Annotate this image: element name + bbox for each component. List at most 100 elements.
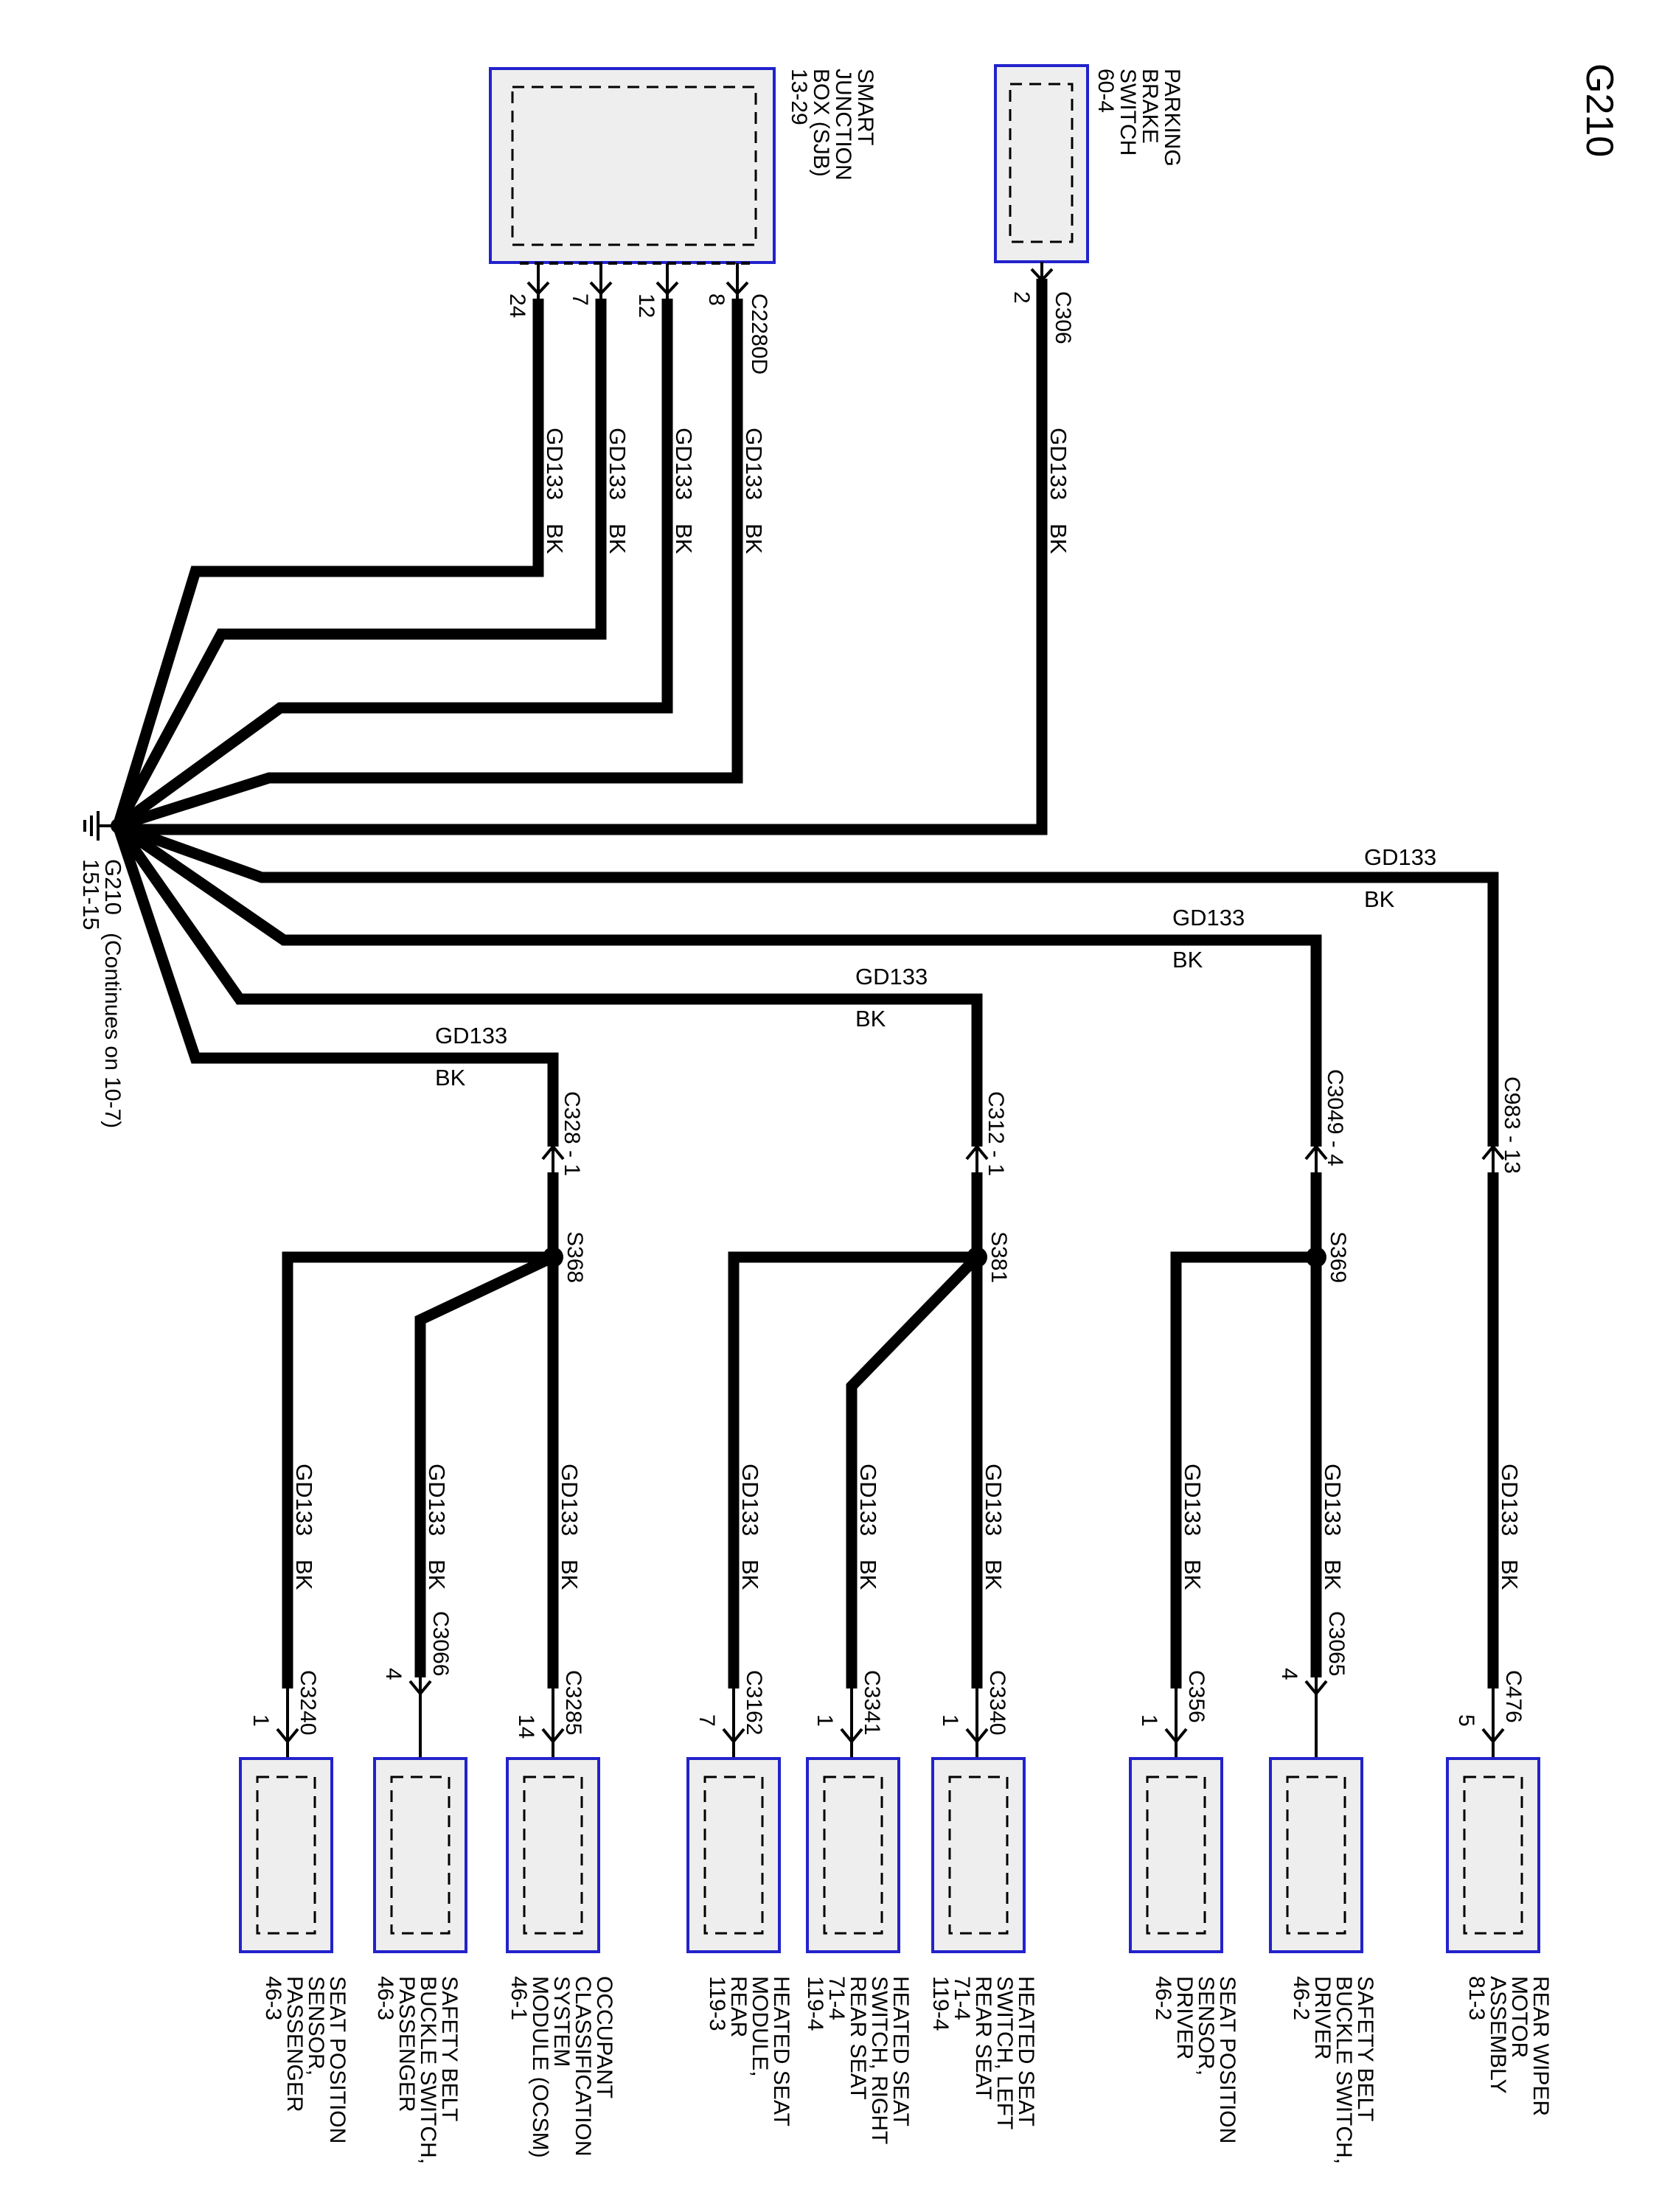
c983-label: C983 - 13 [1500,1077,1524,1174]
ground-note: (Continues on 10-7) [100,933,125,1128]
wire-label-gd133: GD133 [424,1464,450,1536]
s368-label: S368 [563,1231,587,1283]
heated-seat-switch-right-box[interactable] [806,1757,900,1953]
c3065-name: C3065 [1324,1611,1349,1676]
c2280d-pin-8: 8 [704,293,728,306]
wire-label-gd133: GD133 [1320,1464,1346,1536]
bottom-feed-wires [112,820,1499,1147]
c3285-pin: 14 [514,1714,538,1739]
s369-label: S369 [1326,1231,1350,1283]
wire-label-bk: BK [855,1006,886,1032]
wire-label-gd133: GD133 [291,1464,317,1536]
connector-c328[interactable] [541,1144,565,1172]
wire-label-gd133: GD133 [1497,1464,1523,1536]
wire-label-gd133: GD133 [1046,428,1071,500]
wire-label-bk: BK [1364,886,1395,912]
wire-label-bk: BK [605,524,630,554]
wire-label-bk: BK [1320,1559,1346,1590]
ground-name: G210 [100,859,126,915]
c3065-pin: 4 [1277,1668,1301,1680]
wire-label-gd133: GD133 [855,1464,881,1536]
connector-c3049[interactable] [1304,1144,1328,1172]
safety-belt-buckle-switch-driver-box[interactable] [1269,1757,1363,1953]
wire-label-gd133: GD133 [542,428,568,500]
wire-label-bk: BK [981,1559,1006,1590]
splice-s368[interactable] [543,1247,563,1267]
heated-seat-switch-right-label: HEATED SEAT SWITCH, RIGHT REAR SEAT 71-4… [803,1976,913,2150]
connector-c2280d[interactable] [526,263,749,299]
wire-label-gd133: GD133 [435,1023,507,1048]
ocsm-box[interactable] [506,1757,600,1953]
wire-label-bk: BK [1180,1559,1206,1590]
c3066-name: C3066 [428,1611,453,1676]
seat-position-sensor-passenger-label: SEAT POSITION SENSOR, PASSENGER 46-3 [261,1976,349,2150]
connector-c306[interactable] [1030,262,1054,282]
heated-seat-switch-left-label: HEATED SEAT SWITCH, LEFT REAR SEAT 71-4 … [928,1976,1038,2135]
ocsm-label: OCCUPANT CLASSIFICATION SYSTEM MODULE (O… [507,1976,616,2164]
c476-pin: 5 [1454,1714,1478,1727]
seat-position-sensor-passenger-box[interactable] [239,1757,333,1953]
c3285-name: C3285 [561,1670,585,1735]
c306-name: C306 [1051,291,1075,344]
c356-name: C356 [1184,1670,1208,1723]
connector-c983[interactable] [1481,1144,1505,1172]
parking-brake-switch-component[interactable] [994,64,1089,263]
wire-label-bk: BK [1497,1559,1523,1590]
sjb-component[interactable] [489,67,776,265]
safety-belt-buckle-switch-passenger-box[interactable] [373,1757,467,1953]
wire-label-bk: BK [741,524,767,554]
wire-label-gd133: GD133 [741,428,767,500]
rear-wiper-motor-label: REAR WIPER MOTOR ASSEMBLY 81-3 [1464,1976,1553,2122]
c3341-name: C3341 [860,1670,884,1735]
wire-label-gd133: GD133 [855,964,928,990]
c476-name: C476 [1501,1670,1526,1723]
s381-label: S381 [987,1231,1011,1283]
c3162-pin: 7 [695,1714,719,1727]
c3066-pin: 4 [381,1668,406,1680]
wire-label-gd133: GD133 [1180,1464,1206,1536]
c3162-name: C3162 [742,1670,766,1735]
splice-s381[interactable] [967,1247,987,1267]
c2280d-pin-24: 24 [505,293,529,318]
wire-label-bk: BK [557,1559,582,1590]
wire-label-bk: BK [291,1559,317,1590]
wire-label-bk: BK [424,1559,450,1590]
heated-seat-switch-left-box[interactable] [931,1757,1026,1953]
ground-page: 151-15 [78,859,104,931]
c356-pin: 1 [1137,1714,1161,1727]
wire-label-gd133: GD133 [981,1464,1006,1536]
c3341-pin: 1 [813,1714,837,1727]
c2280d-pin-12: 12 [634,293,658,318]
wire-label-gd133: GD133 [737,1464,763,1536]
parking-brake-label: PARKING BRAKE SWITCH 60-4 [1093,69,1184,173]
splice-s369[interactable] [1306,1247,1326,1267]
wire-label-gd133: GD133 [1172,905,1245,931]
wire-label-bk: BK [737,1559,763,1590]
c3240-pin: 1 [248,1714,273,1727]
c3340-name: C3340 [985,1670,1009,1735]
connector-c312[interactable] [965,1144,989,1172]
rear-wiper-motor-box[interactable] [1446,1757,1540,1953]
wire-label-bk: BK [855,1559,881,1590]
safety-belt-driver-label: SAFETY BELT BUCKLE SWITCH, DRIVER 46-2 [1289,1976,1377,2170]
wire-label-gd133: GD133 [671,428,697,500]
s369-branch-wires [1170,1172,1322,1688]
wire-label-bk: BK [435,1065,466,1091]
heated-seat-module-rear-label: HEATED SEAT MODULE, REAR 119-3 [705,1976,793,2132]
wire-label-gd133: GD133 [1364,844,1436,870]
wire-label-bk: BK [1046,524,1071,554]
diagram-title: G210 [1578,63,1621,157]
c2280d-pin-7: 7 [568,293,592,306]
c3240-name: C3240 [296,1670,320,1735]
wire-label-bk: BK [671,524,697,554]
s381-branch-wires [728,1172,983,1688]
top-wires [112,279,1048,835]
seat-position-sensor-driver-box[interactable] [1129,1757,1223,1953]
c312-label: C312 - 1 [984,1091,1008,1176]
heated-seat-module-rear-box[interactable] [686,1757,781,1953]
s368-branch-wires [282,1172,559,1688]
c328-label: C328 - 1 [560,1091,584,1176]
c2280d-name: C2280D [747,293,771,375]
wire-label-bk: BK [542,524,568,554]
